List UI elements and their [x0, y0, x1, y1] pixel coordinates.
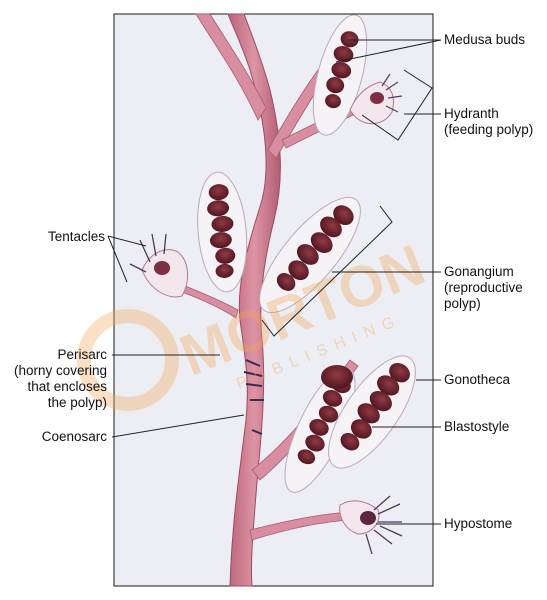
hydranth-top: [349, 73, 403, 125]
label-perisarc-line-1: Perisarc: [57, 347, 107, 362]
label-perisarc-line-3: that encloses: [27, 379, 107, 394]
hydranth-bottom: [339, 495, 403, 555]
label-perisarc-line-2: (horny covering: [13, 363, 107, 378]
label-hypostome-text: Hypostome: [444, 516, 513, 531]
label-coenosarc-text: Coenosarc: [41, 429, 107, 444]
gonangium-lower-right: [328, 355, 416, 469]
label-gonangium: Gonangium (reproductive polyp): [444, 264, 523, 312]
label-blastostyle-text: Blastostyle: [444, 419, 510, 434]
label-coenosarc: Coenosarc: [42, 429, 107, 445]
leader-lines: [107, 39, 442, 525]
leader-tentacles-1: [107, 235, 128, 283]
bracket-gonangium: [261, 205, 393, 337]
label-hypostome: Hypostome: [444, 516, 512, 532]
small-bud: [321, 365, 353, 389]
label-perisarc-line-4: the polyp): [47, 395, 107, 410]
leader-tentacles-2: [107, 235, 147, 247]
hydranth-left: [129, 233, 188, 298]
gonangium-top: [312, 14, 368, 136]
label-tentacles: Tentacles: [48, 229, 105, 245]
label-gonangium-line-2: (reproductive: [444, 280, 523, 295]
label-tentacles-text: Tentacles: [47, 229, 105, 244]
label-blastostyle: Blastostyle: [444, 419, 509, 435]
gonangium-middle: [259, 196, 361, 314]
label-medusa-buds: Medusa buds: [444, 32, 525, 48]
leader-medusa-buds-2: [335, 39, 442, 63]
main-stalk: [227, 13, 281, 587]
label-gonotheca: Gonotheca: [444, 372, 510, 388]
label-gonangium-line-3: polyp): [444, 296, 481, 311]
label-perisarc: Perisarc (horny covering that encloses t…: [14, 347, 107, 411]
label-medusa-buds-text: Medusa buds: [444, 32, 526, 47]
label-gonotheca-text: Gonotheca: [444, 372, 511, 387]
leader-coenosarc: [111, 414, 245, 438]
hydroid-colony-illustration: [129, 13, 416, 587]
upper-branch: [195, 13, 267, 121]
label-hydranth-line-1: Hydranth: [444, 106, 499, 121]
label-hydranth: Hydranth (feeding polyp): [444, 106, 533, 138]
gonangium-left: [197, 171, 248, 293]
label-gonangium-line-1: Gonangium: [444, 264, 514, 279]
stalk-nodes: [243, 359, 264, 435]
label-hydranth-line-2: (feeding polyp): [444, 122, 534, 137]
